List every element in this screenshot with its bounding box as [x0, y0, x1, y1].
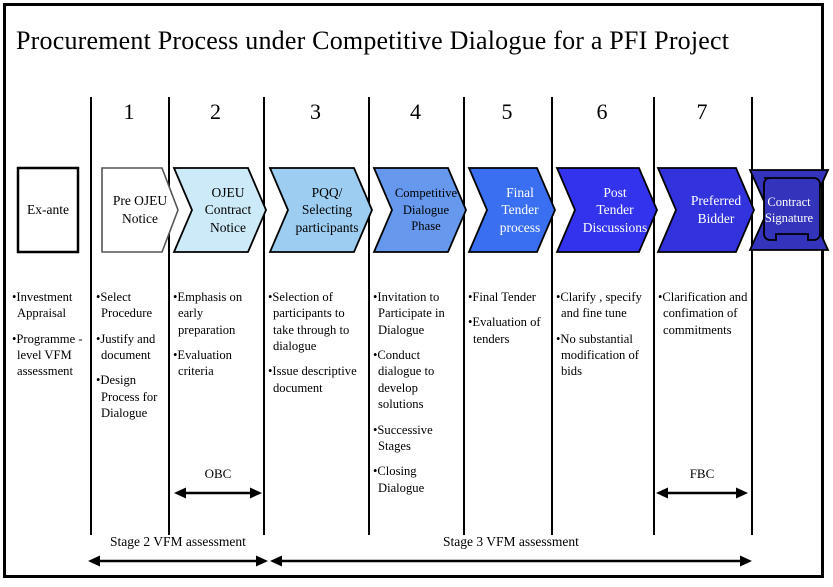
stage-bar-stage-3-vfm-label: Stage 3 VFM assessment [443, 534, 579, 549]
bullet-item: •No substantial modification of bids [556, 331, 639, 379]
measure-fbc: FBC [656, 466, 748, 502]
bullet-column-ex-ante: •Investment Appraisal •Programme -level … [12, 289, 88, 389]
column-divider-1 [168, 97, 170, 535]
bullet-column-stage-1: •Select Procedure •Justify and document … [96, 289, 168, 431]
column-divider-2 [263, 97, 265, 535]
stage-number-6: 6 [596, 99, 608, 124]
column-divider-4 [463, 97, 465, 535]
measure-fbc-label: FBC [689, 466, 715, 481]
measure-obc-label: OBC [204, 466, 232, 481]
bullet-column-stage-7: •Clarification and confimation of commit… [658, 289, 750, 347]
column-divider-0 [90, 97, 92, 535]
shape-ex-ante[interactable]: Ex-ante [16, 164, 80, 256]
bullet-column-stage-2: •Emphasis on early preparation •Evaluati… [173, 289, 263, 389]
bullet-item: •Evaluation criteria [173, 348, 232, 379]
bullet-item: •Programme -level VFM assessment [12, 331, 83, 379]
bullet-item: •Investment Appraisal [12, 290, 73, 321]
bullet-item: •Closing Dialogue [373, 464, 425, 495]
stage-bar-stage-3-vfm: Stage 3 VFM assessment [270, 534, 752, 570]
stage-bar-stage-2-vfm-label: Stage 2 VFM assessment [110, 534, 246, 549]
column-divider-3 [368, 97, 370, 535]
stage-number-5: 5 [501, 99, 513, 124]
bullet-item: •Select Procedure [96, 290, 153, 321]
stage-number-4: 4 [410, 99, 421, 124]
stage-number-3: 3 [310, 99, 321, 124]
page-title: Procurement Process under Competitive Di… [16, 26, 730, 55]
stage-bar-stage-2-vfm: Stage 2 VFM assessment [88, 534, 268, 570]
bullet-item: •Clarify , specify and fine tune [556, 290, 642, 321]
stage-number-2: 2 [210, 99, 221, 124]
bullet-column-stage-5: •Final Tender •Evaluation of tenders [468, 289, 550, 356]
stage-number-1: 1 [123, 99, 135, 124]
bullet-item: •Design Process for Dialogue [96, 373, 158, 421]
measure-obc: OBC [174, 466, 262, 502]
stage-number-7: 7 [696, 99, 708, 124]
column-divider-5 [551, 97, 553, 535]
bullet-item: •Conduct dialogue to develop solutions [373, 348, 435, 412]
bullet-column-stage-6: •Clarify , specify and fine tune •No sub… [556, 289, 650, 389]
bullet-item: •Clarification and confimation of commit… [658, 290, 748, 337]
bullet-item: •Issue descriptive document [268, 364, 357, 395]
bullet-item: •Evaluation of tenders [468, 315, 541, 346]
bullet-item: •Emphasis on early preparation [173, 290, 243, 337]
bullet-item: •Invitation to Participate in Dialogue [373, 290, 445, 337]
bullet-column-stage-3: •Selection of participants to take throu… [268, 289, 366, 405]
bullet-item: •Final Tender [468, 290, 536, 304]
bullet-item: •Selection of participants to take throu… [268, 290, 350, 354]
bullet-item: •Successive Stages [373, 422, 433, 453]
diagram-frame: Procurement Process under Competitive Di… [3, 3, 830, 578]
diagram-canvas: Procurement Process under Competitive Di… [6, 6, 830, 575]
column-divider-6 [653, 97, 655, 535]
bullet-column-stage-4: •Invitation to Participate in Dialogue •… [373, 289, 461, 505]
bullet-item: •Justify and document [96, 331, 156, 363]
column-divider-7 [751, 97, 753, 535]
